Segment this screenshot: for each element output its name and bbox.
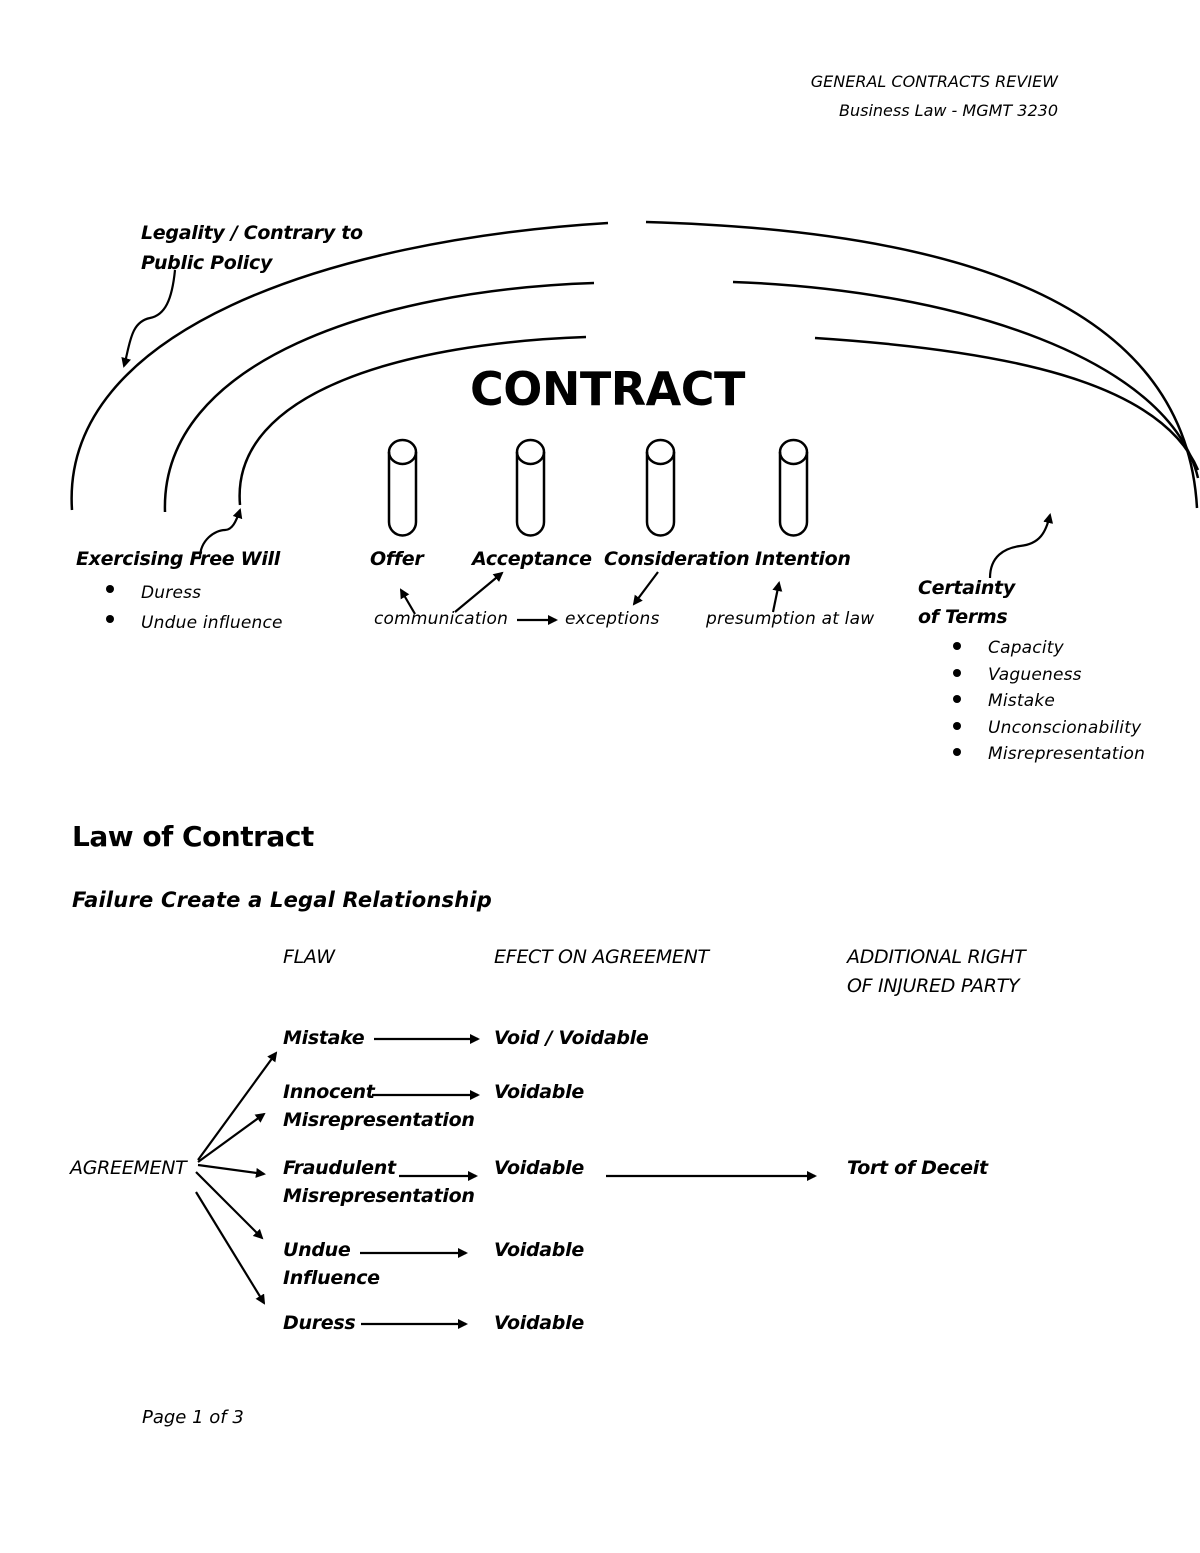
exceptions-note: exceptions <box>565 609 660 629</box>
additional-fraudulent: Tort of Deceit <box>847 1157 988 1179</box>
free-will-list: Duress Undue influence <box>106 578 283 638</box>
effect-innocent: Voidable <box>494 1081 584 1103</box>
acceptance-label: Acceptance <box>472 548 592 570</box>
effect-fraudulent: Voidable <box>494 1157 584 1179</box>
certainty-item: Unconscionability <box>953 715 1145 742</box>
flaw-undue-line1: Undue <box>283 1239 351 1261</box>
legality-label-line2: Public Policy <box>141 252 273 274</box>
failure-subheading: Failure Create a Legal Relationship <box>72 888 492 912</box>
free-will-item: Duress <box>106 578 283 608</box>
certainty-arch <box>238 335 1200 506</box>
pillar-consideration <box>645 438 676 537</box>
free-will-arch <box>163 280 1200 513</box>
pillar-intention <box>778 438 809 537</box>
additional-column-header-line1: ADDITIONAL RIGHT <box>847 946 1026 968</box>
curly-arrows <box>121 269 1054 579</box>
intention-label: Intention <box>755 548 851 570</box>
additional-column-header-line2: OF INJURED PARTY <box>847 975 1020 997</box>
document-header-course: Business Law - MGMT 3230 <box>839 101 1058 120</box>
consideration-label: Consideration <box>604 548 750 570</box>
contract-title: CONTRACT <box>470 362 745 416</box>
flaw-effect-arrows <box>360 1034 817 1329</box>
flaw-innocent-line1: Innocent <box>283 1081 375 1103</box>
flaw-duress: Duress <box>283 1312 356 1334</box>
pillar-note-arrows <box>399 571 783 625</box>
legality-label-line1: Legality / Contrary to <box>141 222 363 244</box>
certainty-list: Capacity Vagueness Mistake Unconscionabi… <box>953 635 1145 768</box>
flaw-fraudulent-line2: Misrepresentation <box>283 1185 475 1207</box>
free-will-item: Undue influence <box>106 608 283 638</box>
certainty-item: Vagueness <box>953 662 1145 689</box>
flaw-fraudulent-line1: Fraudulent <box>283 1157 396 1179</box>
certainty-item: Capacity <box>953 635 1145 662</box>
flaw-innocent-line2: Misrepresentation <box>283 1109 475 1131</box>
flaw-column-header: FLAW <box>283 946 335 968</box>
flaw-mistake: Mistake <box>283 1027 365 1049</box>
flaw-undue-line2: Influence <box>283 1267 380 1289</box>
legality-arch <box>70 220 1199 511</box>
free-will-label: Exercising Free Will <box>76 548 280 570</box>
effect-mistake: Void / Voidable <box>494 1027 649 1049</box>
communication-note: communication <box>374 609 509 629</box>
page-number: Page 1 of 3 <box>142 1407 244 1428</box>
certainty-item: Misrepresentation <box>953 741 1145 768</box>
document-header-title: GENERAL CONTRACTS REVIEW <box>810 72 1058 91</box>
agreement-arrows <box>195 1051 278 1305</box>
effect-undue: Voidable <box>494 1239 584 1261</box>
certainty-label-line1: Certainty <box>918 577 1015 599</box>
effect-column-header: EFECT ON AGREEMENT <box>494 946 709 968</box>
pillar-offer <box>387 438 418 537</box>
agreement-label: AGREEMENT <box>70 1157 187 1179</box>
effect-duress: Voidable <box>494 1312 584 1334</box>
pillar-acceptance <box>515 438 546 537</box>
law-of-contract-heading: Law of Contract <box>72 820 314 853</box>
presumption-note: presumption at law <box>706 609 875 629</box>
offer-label: Offer <box>370 548 424 570</box>
certainty-item: Mistake <box>953 688 1145 715</box>
certainty-label-line2: of Terms <box>918 606 1008 628</box>
